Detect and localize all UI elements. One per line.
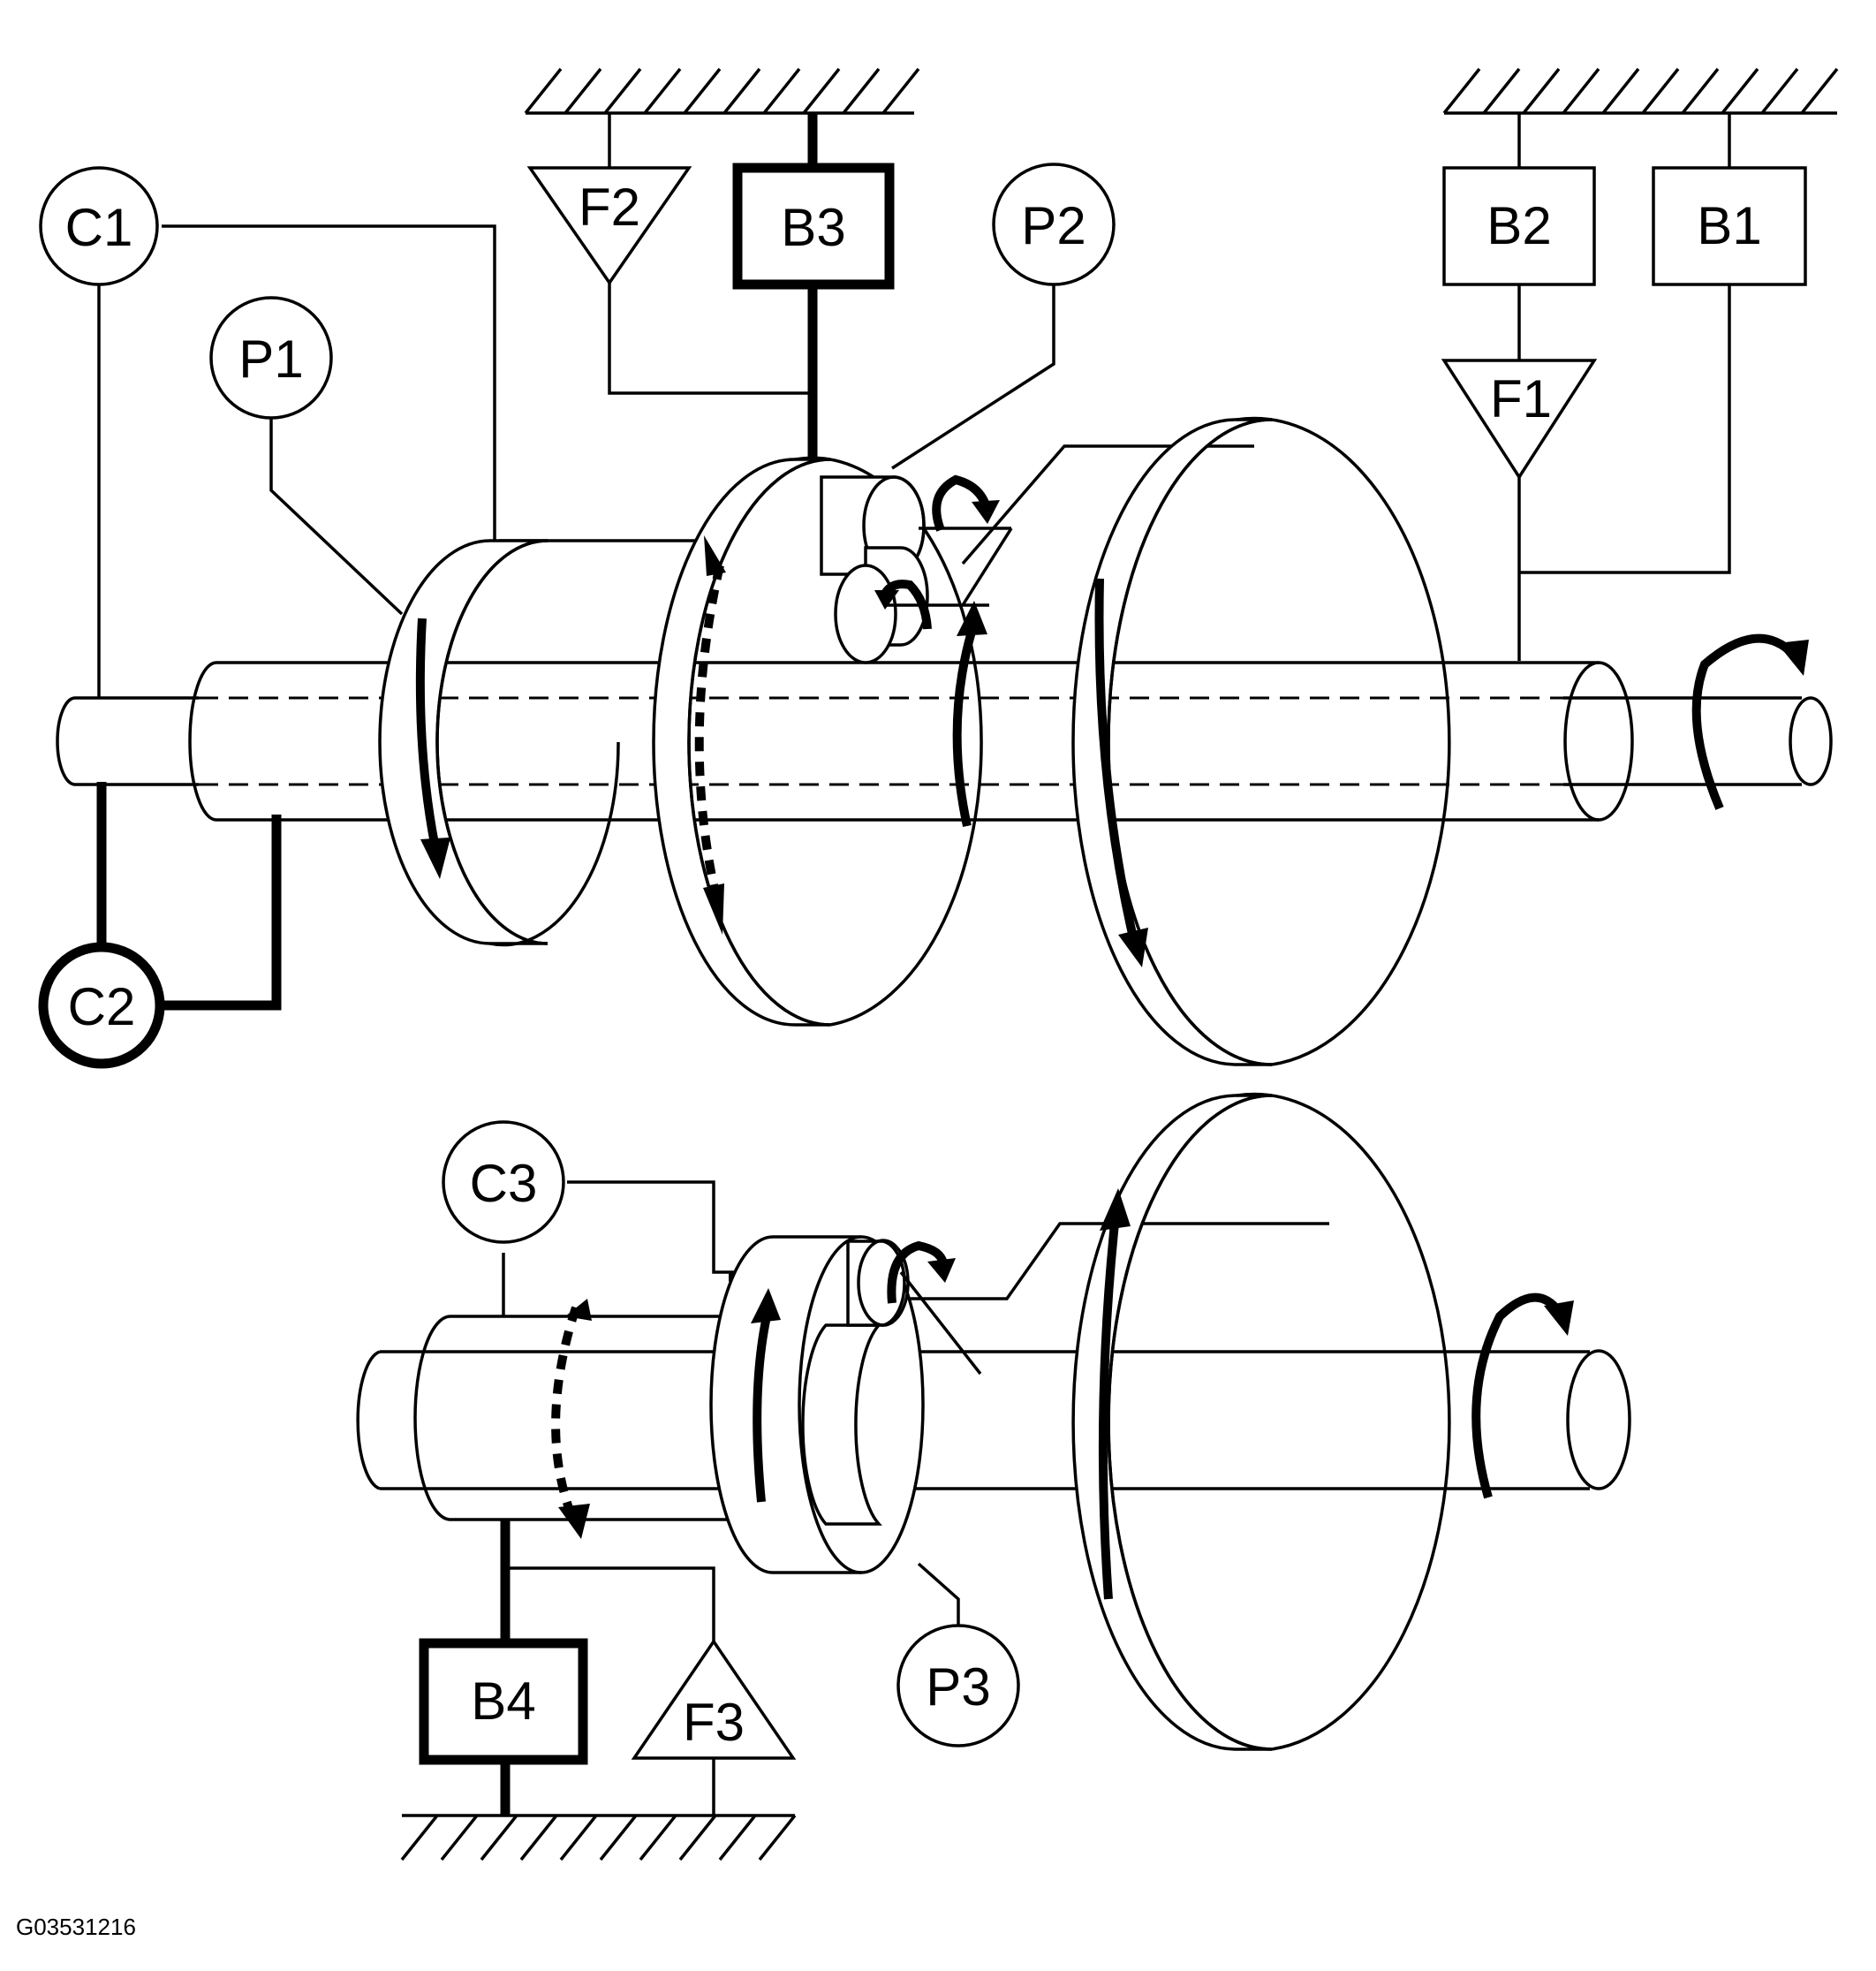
svg-text:F3: F3 <box>683 1693 745 1752</box>
ground-top-right <box>1442 67 1839 115</box>
lower-shaft <box>356 1315 1631 1521</box>
p1-ring-gear <box>378 539 698 947</box>
connection-lines-upper <box>97 113 1731 698</box>
inner-input-shaft <box>56 696 1833 786</box>
power-path-thick-upper <box>96 113 818 1011</box>
p3-label: P3 <box>896 1624 1020 1747</box>
svg-text:C1: C1 <box>65 198 133 257</box>
svg-text:C2: C2 <box>68 977 136 1036</box>
output-ring-gear-upper <box>961 416 1451 1066</box>
c3-clutch: C3 <box>442 1120 565 1244</box>
b3-brake: B3 <box>732 163 895 290</box>
f3-one-way-clutch: F3 <box>631 1638 797 1760</box>
b2-brake: B2 <box>1442 166 1596 286</box>
svg-text:F2: F2 <box>579 178 640 237</box>
rotation-arrows-upper <box>415 474 1809 967</box>
svg-text:B2: B2 <box>1486 196 1551 255</box>
p2-label: P2 <box>992 163 1116 286</box>
ground-bottom-left <box>400 1814 797 1861</box>
p2-ring-gear <box>652 456 1013 1027</box>
svg-text:P2: P2 <box>1021 196 1086 255</box>
c1-clutch: C1 <box>39 166 159 286</box>
b4-brake: B4 <box>419 1638 588 1765</box>
svg-text:B4: B4 <box>471 1672 535 1731</box>
f1-one-way-clutch: F1 <box>1441 359 1598 481</box>
svg-text:P1: P1 <box>238 330 303 389</box>
rotation-arrows-lower <box>551 1188 1574 1600</box>
c2-clutch: C2 <box>38 942 165 1069</box>
ground-top-center <box>524 67 920 115</box>
f2-one-way-clutch: F2 <box>526 166 692 286</box>
output-ring-gear-lower <box>1071 1092 1451 1751</box>
figure-code: G03531216 <box>16 1914 136 1940</box>
svg-text:F1: F1 <box>1490 369 1552 428</box>
p3-planetary-set <box>709 1235 982 1574</box>
svg-text:C3: C3 <box>470 1154 538 1213</box>
svg-text:P3: P3 <box>926 1657 990 1717</box>
svg-text:B3: B3 <box>781 198 845 257</box>
p1-label: P1 <box>209 296 333 420</box>
b1-brake: B1 <box>1652 166 1807 286</box>
svg-text:B1: B1 <box>1697 196 1761 255</box>
